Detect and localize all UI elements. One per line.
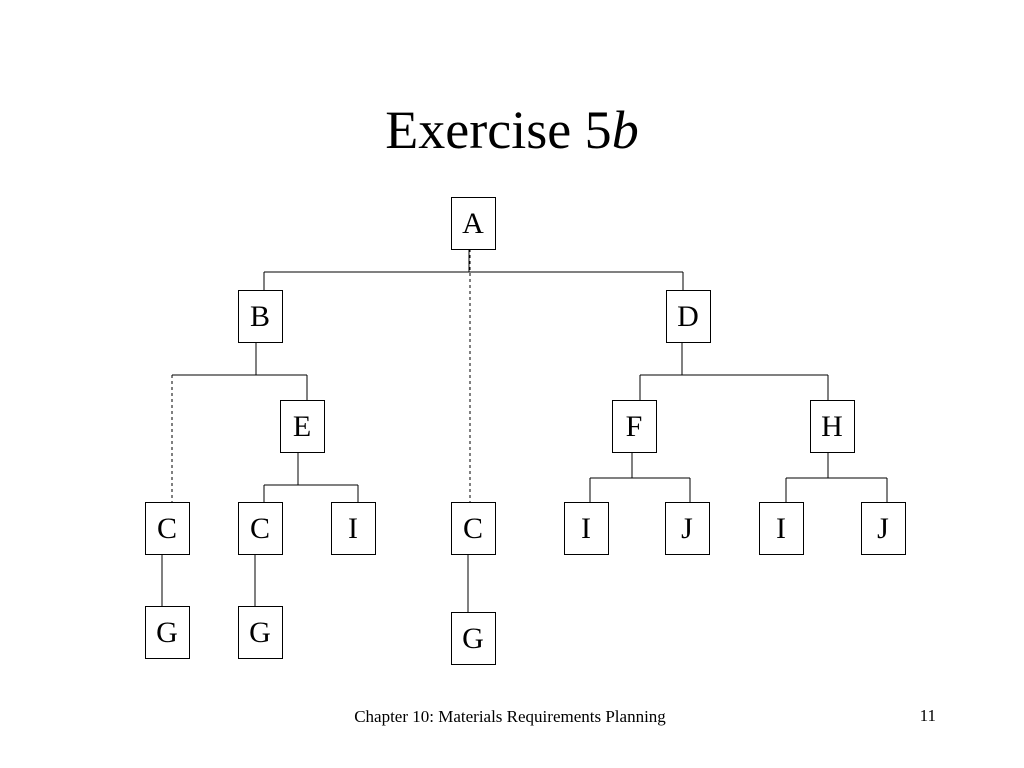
node-label: D	[677, 300, 699, 333]
node-label: C	[463, 512, 483, 545]
node-box	[451, 197, 496, 250]
node-f: F	[612, 400, 657, 453]
slide-title: Exercise 5b	[0, 98, 1024, 163]
node-c1: C	[145, 502, 190, 555]
node-j2: J	[861, 502, 906, 555]
title-main-text: Exercise 5	[385, 100, 612, 160]
node-label: C	[157, 512, 177, 545]
node-e: E	[280, 400, 325, 453]
node-c3: C	[451, 502, 496, 555]
slide-footer: Chapter 10: Materials Requirements Plann…	[354, 707, 666, 726]
node-box	[451, 612, 496, 665]
node-box	[759, 502, 804, 555]
node-box	[612, 400, 657, 453]
node-box	[451, 502, 496, 555]
node-a: A	[451, 197, 496, 250]
node-label: G	[156, 616, 178, 649]
node-label: I	[348, 512, 358, 545]
node-box	[238, 606, 283, 659]
node-box	[861, 502, 906, 555]
node-g1: G	[145, 606, 190, 659]
node-box	[810, 400, 855, 453]
node-label: J	[877, 512, 889, 545]
node-label: F	[626, 410, 643, 443]
node-c2: C	[238, 502, 283, 555]
tree-nodes: A B D E F H C C I C I J I J G G G	[145, 197, 906, 665]
node-box	[145, 606, 190, 659]
node-label: A	[462, 207, 484, 240]
node-box	[564, 502, 609, 555]
node-g3: G	[451, 612, 496, 665]
node-label: J	[681, 512, 693, 545]
node-d: D	[666, 290, 711, 343]
node-box	[238, 290, 283, 343]
node-label: C	[250, 512, 270, 545]
node-h: H	[810, 400, 855, 453]
node-box	[331, 502, 376, 555]
node-i2: I	[564, 502, 609, 555]
node-label: E	[293, 410, 311, 443]
node-j1: J	[665, 502, 710, 555]
node-label: B	[250, 300, 270, 333]
node-b: B	[238, 290, 283, 343]
node-i3: I	[759, 502, 804, 555]
node-label: I	[776, 512, 786, 545]
node-g2: G	[238, 606, 283, 659]
title-italic-text: b	[611, 100, 639, 160]
node-label: G	[249, 616, 271, 649]
node-box	[145, 502, 190, 555]
node-i1: I	[331, 502, 376, 555]
node-box	[280, 400, 325, 453]
node-label: H	[821, 410, 843, 443]
node-box	[666, 290, 711, 343]
node-box	[665, 502, 710, 555]
node-label: I	[581, 512, 591, 545]
tree-edges	[161, 249, 888, 612]
node-label: G	[462, 622, 484, 655]
node-box	[238, 502, 283, 555]
page-number: 11	[919, 706, 936, 725]
